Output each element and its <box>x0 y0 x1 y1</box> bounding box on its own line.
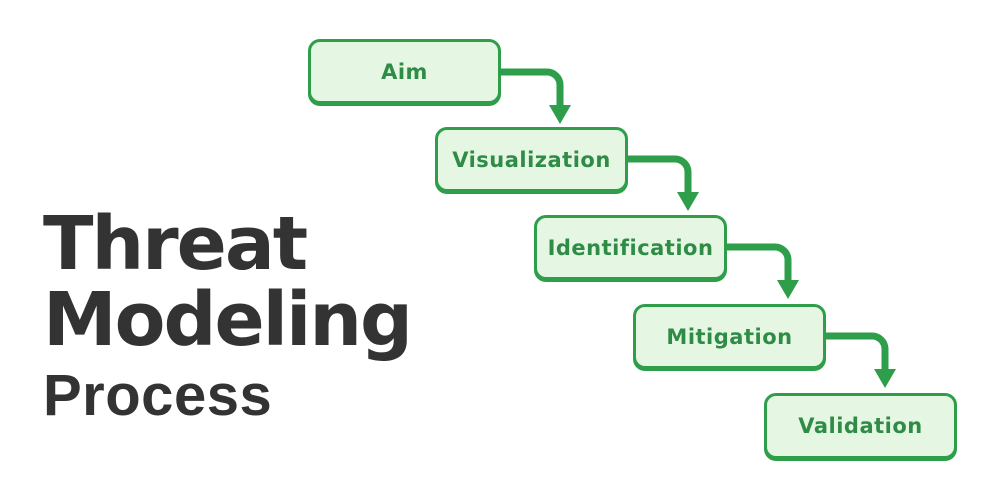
page-title: Threat Modeling Process <box>43 201 413 428</box>
step-box-mitigation: Mitigation <box>633 304 826 369</box>
step-box-visualization: Visualization <box>435 127 628 192</box>
arrow-elbow <box>724 243 792 282</box>
arrow-aim-to-visualization <box>498 68 571 124</box>
step-box-aim: Aim <box>308 39 501 104</box>
arrow-head-icon <box>549 105 571 124</box>
step-box-identification: Identification <box>534 215 727 280</box>
arrow-head-icon <box>777 280 799 299</box>
arrow-elbow <box>823 332 889 371</box>
title-line-2: Modeling <box>43 277 413 363</box>
arrow-head-icon <box>677 192 699 211</box>
step-label: Aim <box>381 59 428 84</box>
step-label: Identification <box>547 235 714 260</box>
arrow-identification-to-mitigation <box>724 243 799 299</box>
arrow-head-icon <box>874 369 896 388</box>
title-line-1: Threat <box>43 201 308 287</box>
step-label: Mitigation <box>666 324 793 349</box>
title-line-3: Process <box>43 363 273 428</box>
arrow-visualization-to-identification <box>625 155 699 211</box>
step-label: Validation <box>798 414 923 438</box>
step-box-validation: Validation <box>764 393 957 459</box>
arrow-elbow <box>625 155 692 194</box>
step-label: Visualization <box>452 147 611 172</box>
arrow-mitigation-to-validation <box>823 332 896 388</box>
arrow-elbow <box>498 68 564 107</box>
